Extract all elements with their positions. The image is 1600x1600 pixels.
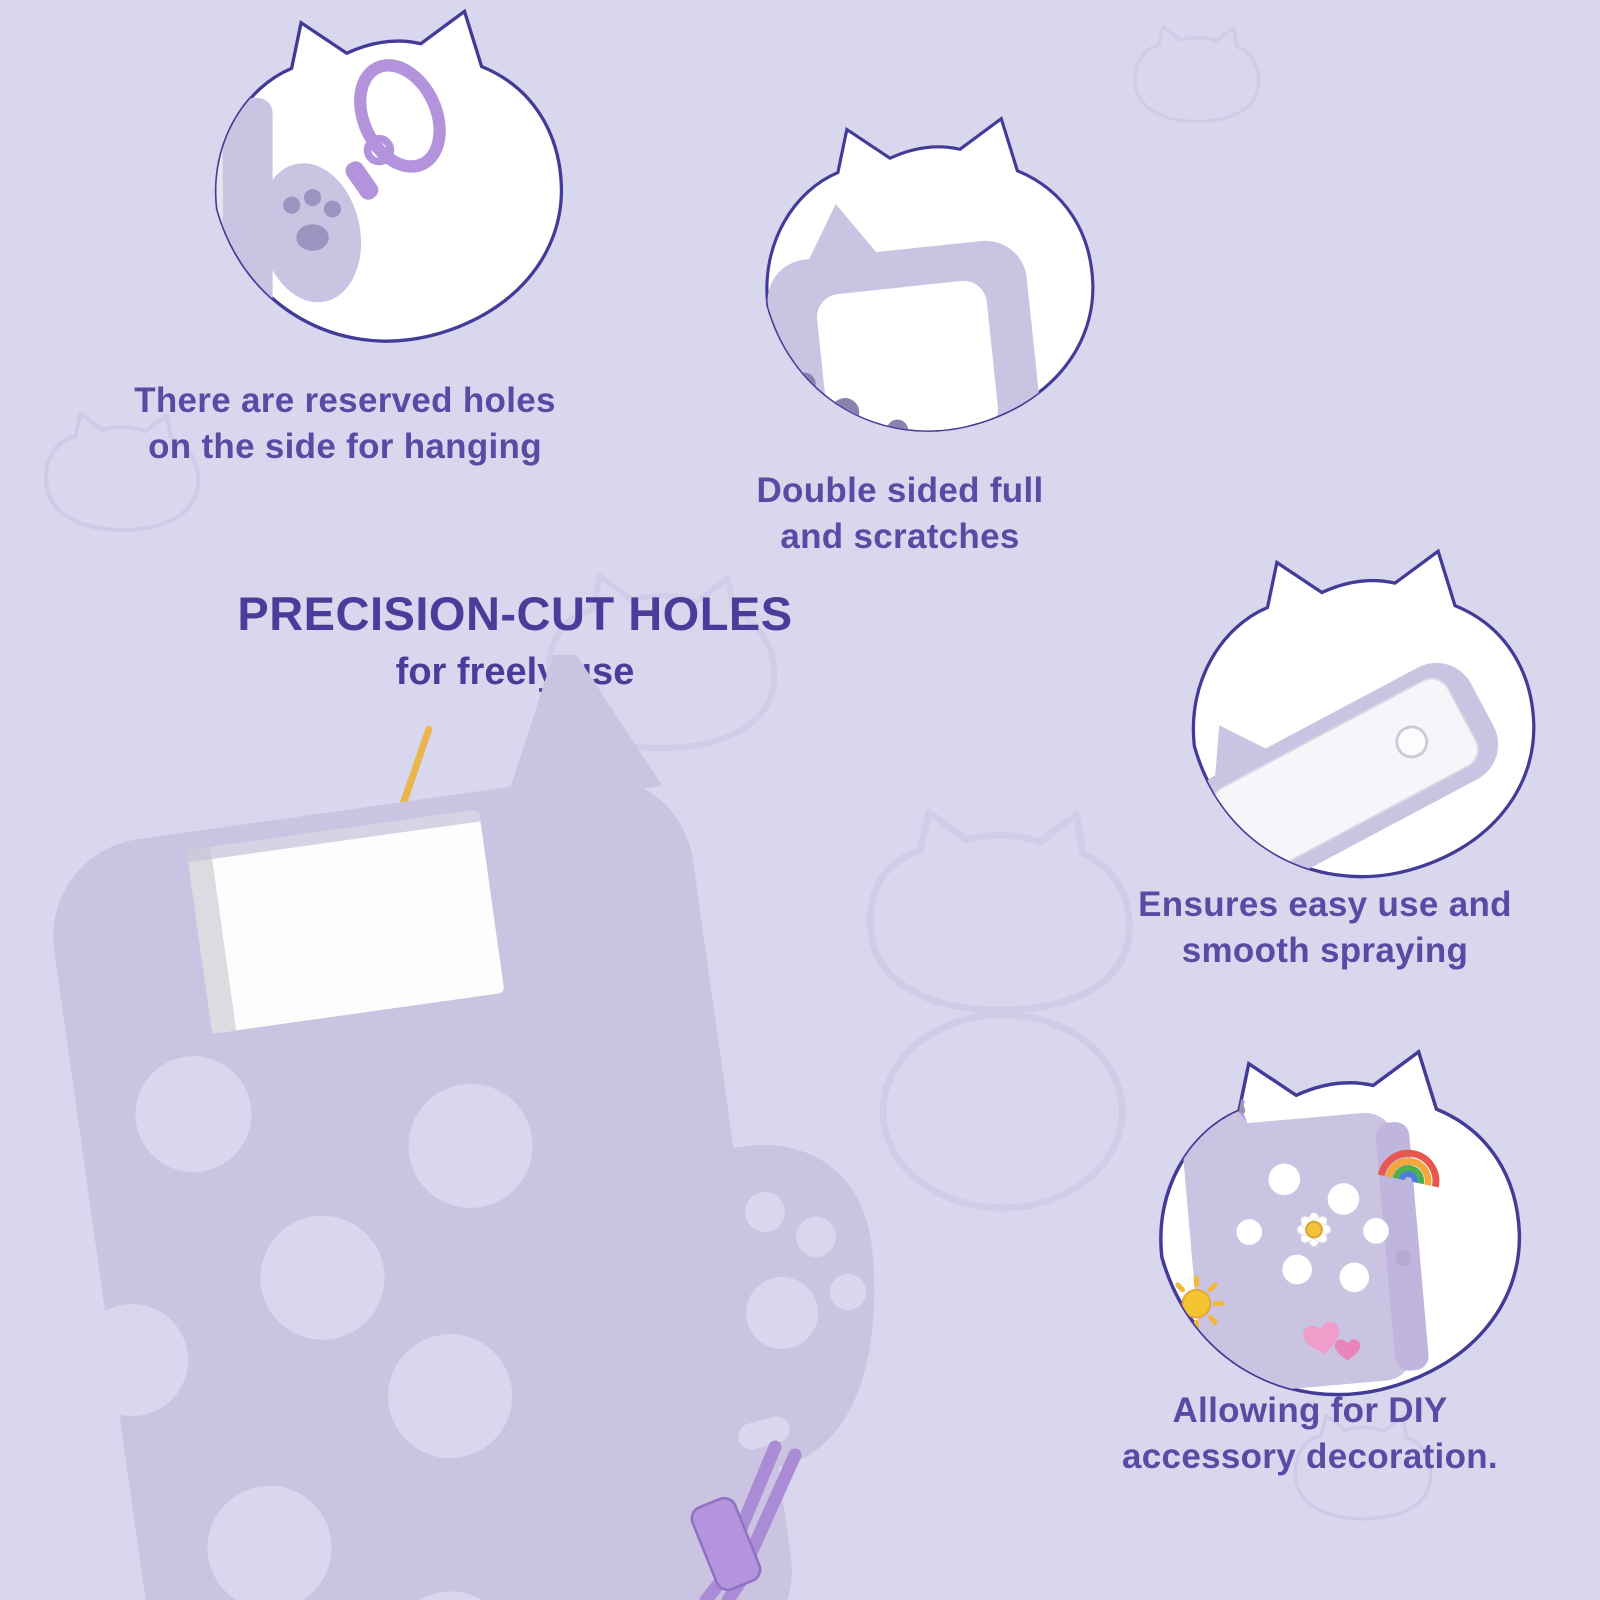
hearts-charm-icon [1303, 1321, 1361, 1361]
cat-ear-icon [503, 655, 663, 808]
caption-line: accessory decoration. [1122, 1437, 1498, 1477]
device-edge [216, 111, 224, 342]
callout-caption: Ensures easy use and smooth spraying [1070, 882, 1580, 974]
inner-ear-icon [836, 238, 906, 295]
cat-doodle-icon [1133, 25, 1261, 124]
cat-frame-icon [214, 8, 564, 343]
case-opening [817, 280, 999, 431]
callout-caption: Allowing for DIY accessory decoration. [1055, 1388, 1565, 1480]
callout-caption: Double sided full and scratches [665, 468, 1135, 560]
lanyard-buckle [690, 1496, 762, 1592]
cat-doodle-icon [1293, 1413, 1433, 1521]
cat-frame-icon [765, 116, 1095, 432]
product-photo [53, 655, 875, 1600]
drainage-holes [76, 1056, 533, 1600]
diy-holes [1236, 1163, 1389, 1293]
daisy-charm-icon [1296, 1212, 1332, 1247]
cat-frame-icon [1159, 1049, 1522, 1397]
case-edge [1375, 1122, 1429, 1371]
caption-line: Double sided full [756, 471, 1044, 510]
spray-button [1395, 725, 1429, 759]
caption-line: There are reserved holes [134, 381, 556, 420]
caption-line: and scratches [780, 517, 1020, 557]
hanging-ring-icon [345, 59, 446, 200]
caption-line: smooth spraying [1181, 931, 1469, 971]
main-heading: PRECISION-CUT HOLES for freely use [190, 586, 840, 694]
case-body [53, 655, 792, 1600]
cat-doodle-icon [44, 411, 200, 532]
white-cutout [186, 809, 504, 1034]
case-side-view [1193, 662, 1499, 877]
rainbow-charm-icon [1377, 1149, 1440, 1188]
paw-strap [696, 1144, 875, 1470]
sun-charm-icon [1168, 1275, 1225, 1332]
paw-tab-icon [260, 163, 362, 303]
cat-frame-icon [1191, 548, 1536, 879]
heading-line: PRECISION-CUT HOLES [237, 587, 793, 640]
caption-line: on the side for hanging [148, 427, 542, 467]
caption-line: Allowing for DIY [1172, 1391, 1448, 1430]
side-button [1395, 1250, 1412, 1267]
mini-case [1183, 1093, 1429, 1395]
callout-caption: There are reserved holes on the side for… [95, 378, 595, 470]
cat-doodle-icon [866, 808, 1133, 1212]
caption-line: Ensures easy use and [1138, 885, 1512, 924]
